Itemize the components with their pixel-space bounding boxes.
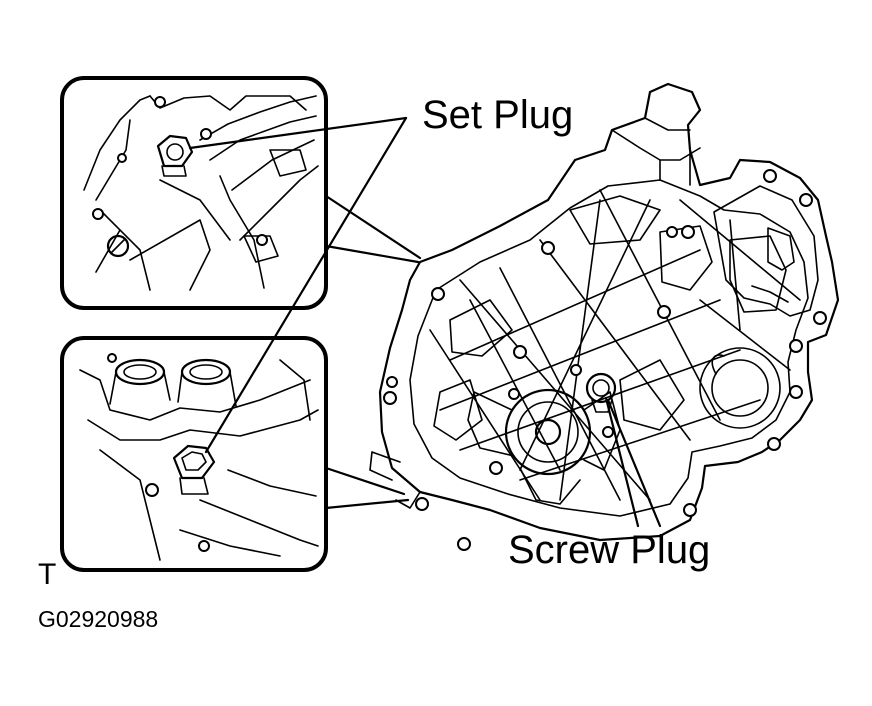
set-plug-icon-lower bbox=[172, 444, 216, 495]
housing-bolts bbox=[383, 169, 827, 551]
view-marker-label: T bbox=[38, 558, 57, 591]
set-plug-icon-upper bbox=[156, 134, 194, 177]
leader-lines bbox=[188, 116, 662, 528]
lower-detail-view bbox=[60, 336, 328, 572]
upper-detail-view bbox=[60, 76, 328, 310]
figure-code-label: G02920988 bbox=[38, 606, 159, 632]
detail-connectors bbox=[324, 194, 422, 510]
transaxle-housing bbox=[369, 82, 840, 551]
set-plug-label: Set Plug bbox=[422, 93, 574, 137]
drain-plug-icon bbox=[106, 234, 130, 258]
screw-plug-label: Screw Plug bbox=[508, 528, 711, 572]
